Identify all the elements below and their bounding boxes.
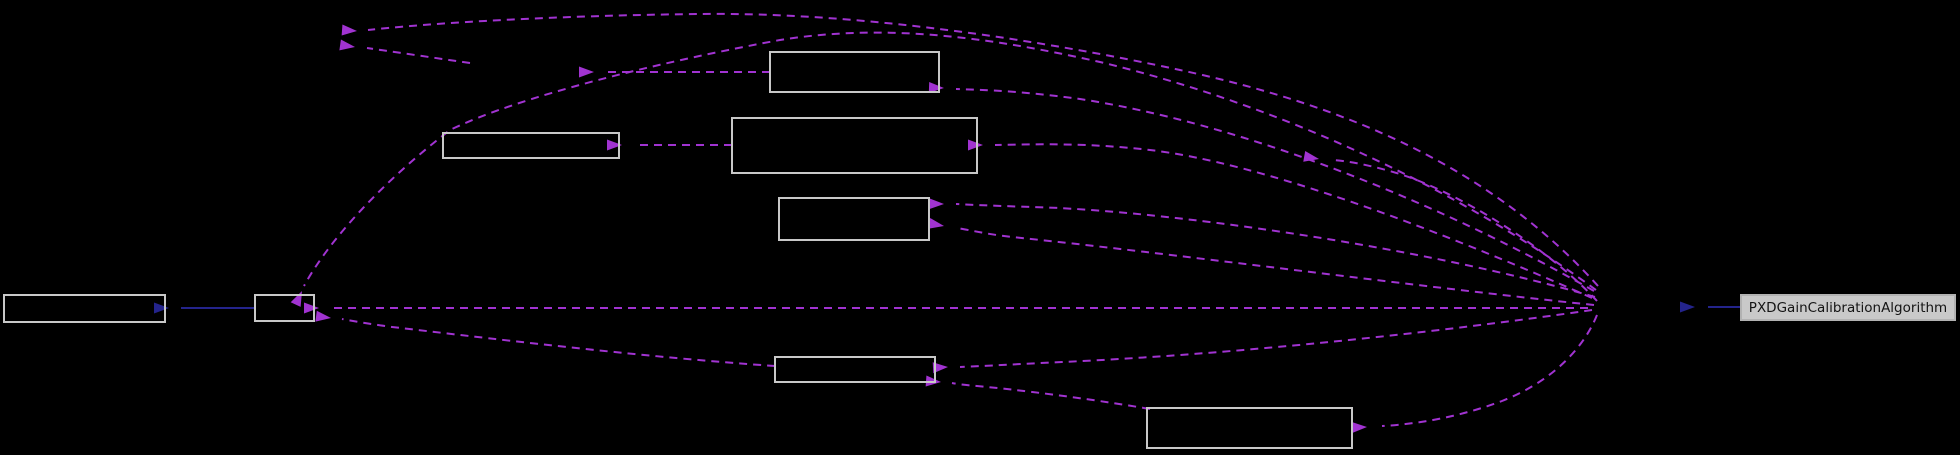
node-current-label: PXDGainCalibrationAlgorithm xyxy=(1749,300,1947,316)
usage-into-f-right-upper-arrowhead-icon xyxy=(928,198,944,210)
usage-g-to-b-edge xyxy=(341,318,776,367)
usage-arc-into-b-top-edge xyxy=(303,31,1597,291)
usage-into-e-right-arrowhead-icon xyxy=(968,139,983,151)
inherit-b-to-a-arrowhead-icon xyxy=(154,302,169,314)
usage-into-h-right-edge xyxy=(1381,314,1598,427)
usage-into-g-right-edge xyxy=(959,309,1593,368)
usage-long-horizontal-to-b-arrowhead-icon xyxy=(304,302,319,314)
usage-e-to-c-arrowhead-icon xyxy=(607,139,622,151)
usage-into-f-right-lower-edge xyxy=(956,227,1595,306)
usage-into-g-right-arrowhead-icon xyxy=(932,362,948,374)
usage-arc-topleft-1-edge xyxy=(367,12,1599,287)
node-d[interactable] xyxy=(769,51,940,93)
node-e[interactable] xyxy=(731,117,978,174)
node-g[interactable] xyxy=(774,356,936,383)
node-current[interactable] xyxy=(1740,294,1956,321)
usage-into-f-right-lower-arrowhead-icon xyxy=(928,217,944,229)
node-a[interactable] xyxy=(3,294,166,323)
usage-into-midright-edge xyxy=(1331,159,1598,302)
usage-h-to-g-arrowhead-icon xyxy=(925,375,941,387)
usage-short-topleft-2-edge xyxy=(366,47,471,64)
inherit-current-to-base-arrowhead-icon xyxy=(1680,301,1695,313)
node-f[interactable] xyxy=(778,197,930,241)
node-b[interactable] xyxy=(254,294,315,322)
usage-into-midright-arrowhead-icon xyxy=(1303,150,1319,162)
usage-arc-topleft-1-arrowhead-icon xyxy=(341,24,357,36)
usage-into-f-right-upper-edge xyxy=(955,203,1596,298)
usage-h-to-g-edge xyxy=(951,382,1151,410)
node-h[interactable] xyxy=(1146,407,1353,449)
usage-into-d-right-arrowhead-icon xyxy=(928,81,944,93)
usage-into-h-right-arrowhead-icon xyxy=(1351,422,1367,434)
usage-into-e-right-edge xyxy=(994,143,1593,299)
usage-into-d-right-edge xyxy=(955,88,1595,292)
usage-g-to-b-arrowhead-icon xyxy=(315,310,331,322)
usage-short-topleft-2-arrowhead-icon xyxy=(339,39,355,51)
usage-from-d-left-arrowhead-icon xyxy=(579,66,594,78)
node-c[interactable] xyxy=(442,132,620,159)
